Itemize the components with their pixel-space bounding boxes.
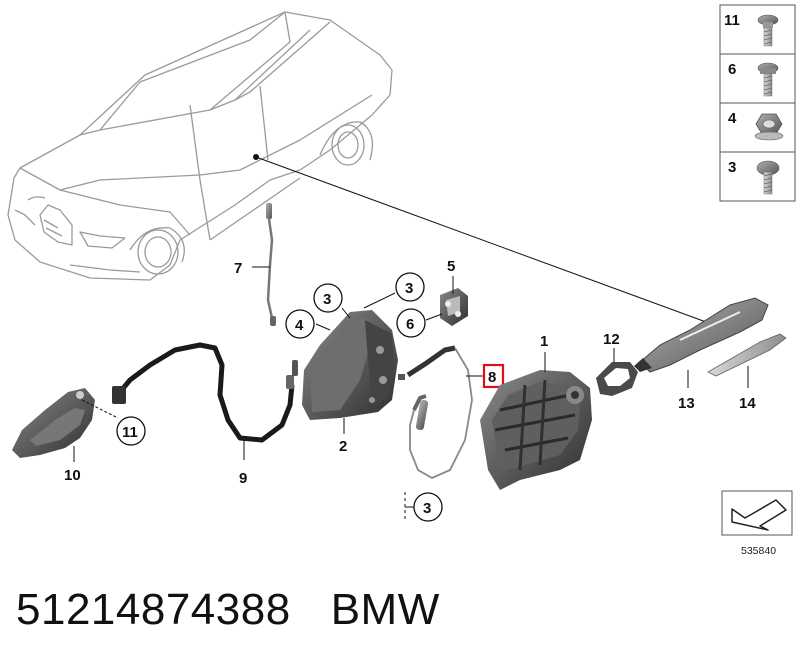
callout-1: 1 xyxy=(540,333,548,350)
reference-number: 535840 xyxy=(741,545,776,557)
callout-14: 14 xyxy=(739,395,756,412)
parts-diagram: 7 5 3 3 4 6 1 12 8 11 2 10 9 3 13 14 11 xyxy=(7,4,796,557)
leader-car-to-handle xyxy=(253,154,707,323)
part-8-cable xyxy=(398,345,505,480)
fastener-legend: 11 6 4 3 xyxy=(719,4,796,202)
part-14-trim-strip xyxy=(707,333,787,388)
part-2-lock-actuator xyxy=(302,292,443,434)
callout-6: 6 xyxy=(406,316,414,333)
callout-7: 7 xyxy=(234,260,242,277)
callout-5: 5 xyxy=(447,258,455,275)
hex-nut-icon xyxy=(754,113,784,141)
callout-3-a: 3 xyxy=(323,291,331,308)
callout-11: 11 xyxy=(122,424,138,441)
legend-label-4: 4 xyxy=(728,110,737,127)
legend-label-3: 3 xyxy=(728,159,736,176)
part-9-cable xyxy=(112,342,298,460)
screw-round-icon xyxy=(756,160,780,195)
callout-10: 10 xyxy=(64,467,81,484)
car-outline xyxy=(7,11,393,281)
callout-9: 9 xyxy=(239,470,247,487)
screw-hex-icon xyxy=(757,62,779,97)
part-caption: 51214874388 BMW xyxy=(16,585,440,635)
part-number: 51214874388 xyxy=(16,585,291,634)
screw-flange-icon xyxy=(757,14,779,47)
callout-2: 2 xyxy=(339,438,347,455)
callout-13: 13 xyxy=(678,395,695,412)
part-10-bracket xyxy=(12,388,119,462)
callout-3-b: 3 xyxy=(405,280,413,297)
callout-labels: 7 5 3 3 4 6 1 12 8 11 2 10 9 3 13 14 xyxy=(64,258,756,522)
part-12-gasket xyxy=(596,348,638,396)
orientation-box: 535840 xyxy=(721,490,793,557)
brand-name: BMW xyxy=(330,585,440,634)
callout-3-c: 3 xyxy=(423,500,431,517)
part-13-door-handle xyxy=(634,297,769,388)
part-1-handle-carrier xyxy=(480,352,592,490)
callout-8: 8 xyxy=(488,369,496,386)
legend-label-6: 6 xyxy=(728,61,736,78)
part-7-rod xyxy=(252,203,276,327)
callout-12: 12 xyxy=(603,331,620,348)
callout-4: 4 xyxy=(295,317,304,334)
part-5-bracket xyxy=(440,276,468,326)
legend-label-11: 11 xyxy=(724,12,740,29)
